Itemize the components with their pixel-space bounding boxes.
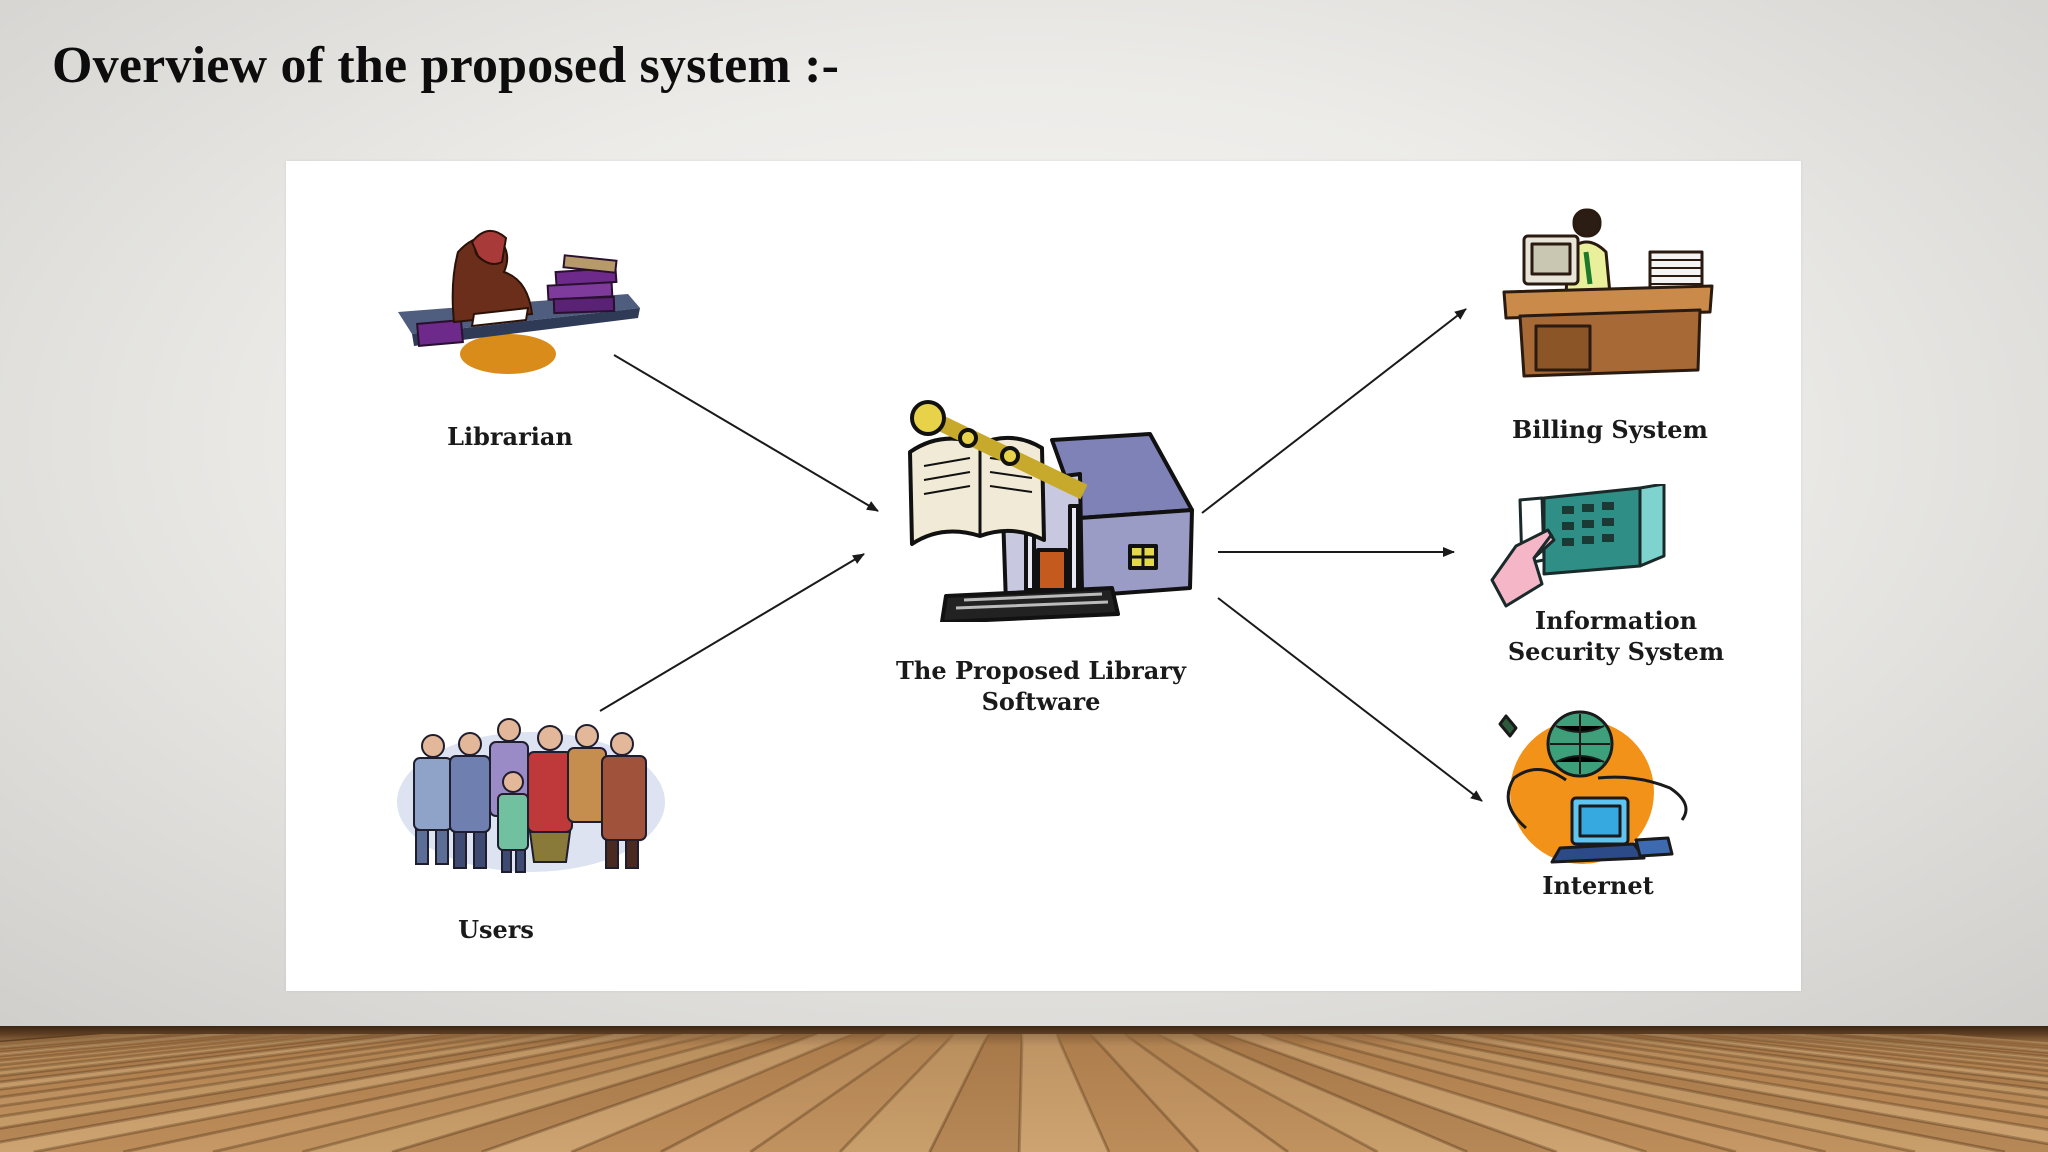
users-group-icon — [397, 718, 665, 873]
node-label-users: Users — [458, 915, 534, 944]
arrow-software-to-internet — [1217, 597, 1483, 802]
node-label-software: The Proposed Library Software — [866, 655, 1216, 717]
node-label-security-line1: Information — [1534, 606, 1698, 635]
arrow-librarian-to-software — [613, 354, 879, 512]
node-label-security-line2: Security System — [1507, 637, 1725, 666]
security-keypad-icon — [1490, 484, 1666, 608]
node-label-internet: Internet — [1542, 871, 1654, 900]
arrow-users-to-software — [599, 553, 865, 712]
librarian-icon — [398, 230, 640, 374]
node-label-billing: Billing System — [1512, 415, 1708, 444]
node-label-software-line2: Software — [981, 687, 1101, 716]
node-label-software-line1: The Proposed Library — [896, 656, 1186, 685]
node-label-librarian: Librarian — [447, 422, 573, 451]
internet-globe-icon — [1498, 710, 1688, 864]
arrow-software-to-billing — [1201, 308, 1467, 514]
billing-desk-icon — [1502, 208, 1714, 378]
wooden-floor — [0, 1026, 2048, 1152]
diagram-connectors — [599, 308, 1483, 802]
slide-title: Overview of the proposed system :- — [52, 37, 840, 94]
library-building-icon — [908, 400, 1194, 622]
node-label-security: Information Security System — [1466, 605, 1766, 667]
